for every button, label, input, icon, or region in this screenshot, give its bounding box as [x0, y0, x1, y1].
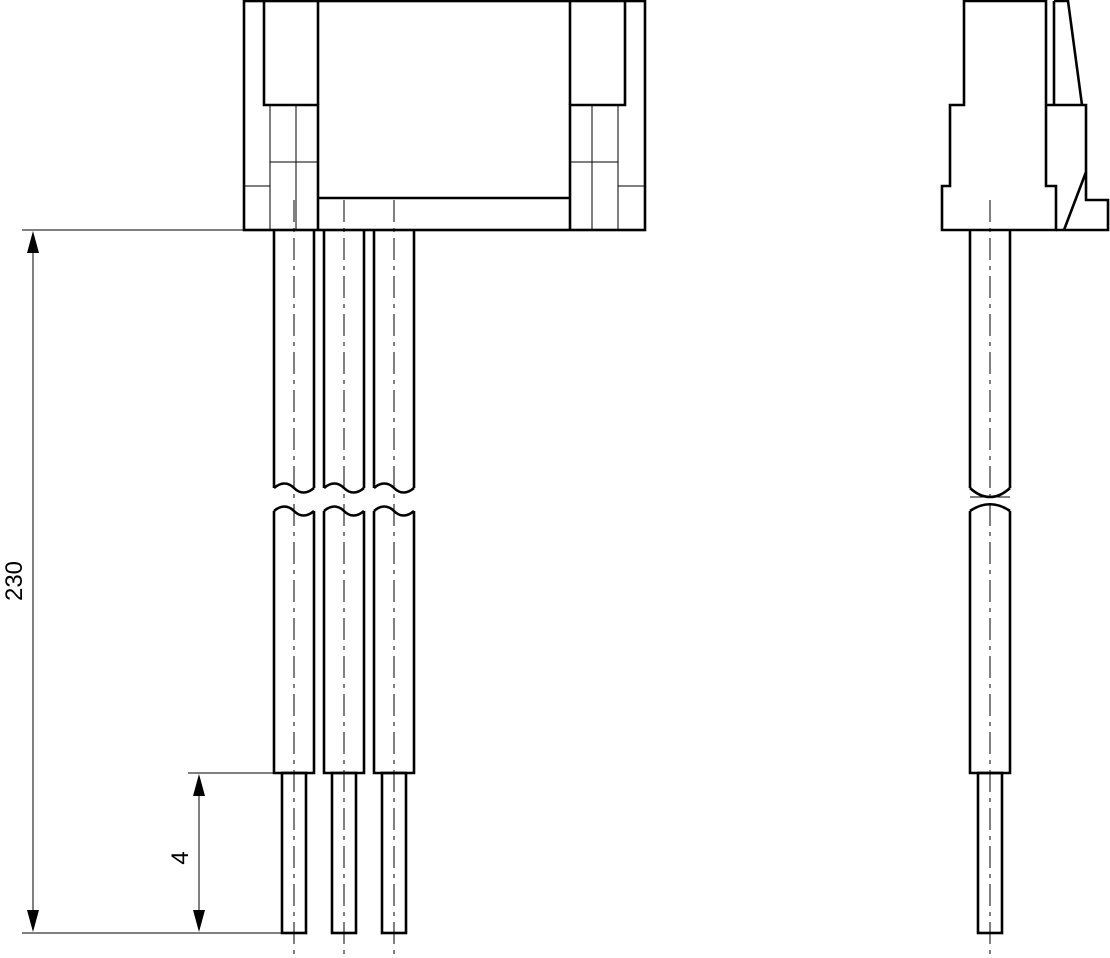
dimension-label-4: 4 — [167, 851, 194, 864]
dimension-overall-length: 230 — [1, 229, 290, 934]
front-view-wire-1 — [272, 200, 316, 955]
front-view-wire-3 — [372, 200, 416, 955]
front-view-wire-2 — [322, 200, 366, 955]
side-view-wire — [968, 200, 1012, 955]
side-view-housing — [940, 0, 1110, 232]
dimension-strip-length: 4 — [167, 772, 274, 932]
front-view-housing — [242, 0, 647, 232]
dimension-label-230: 230 — [1, 561, 28, 601]
